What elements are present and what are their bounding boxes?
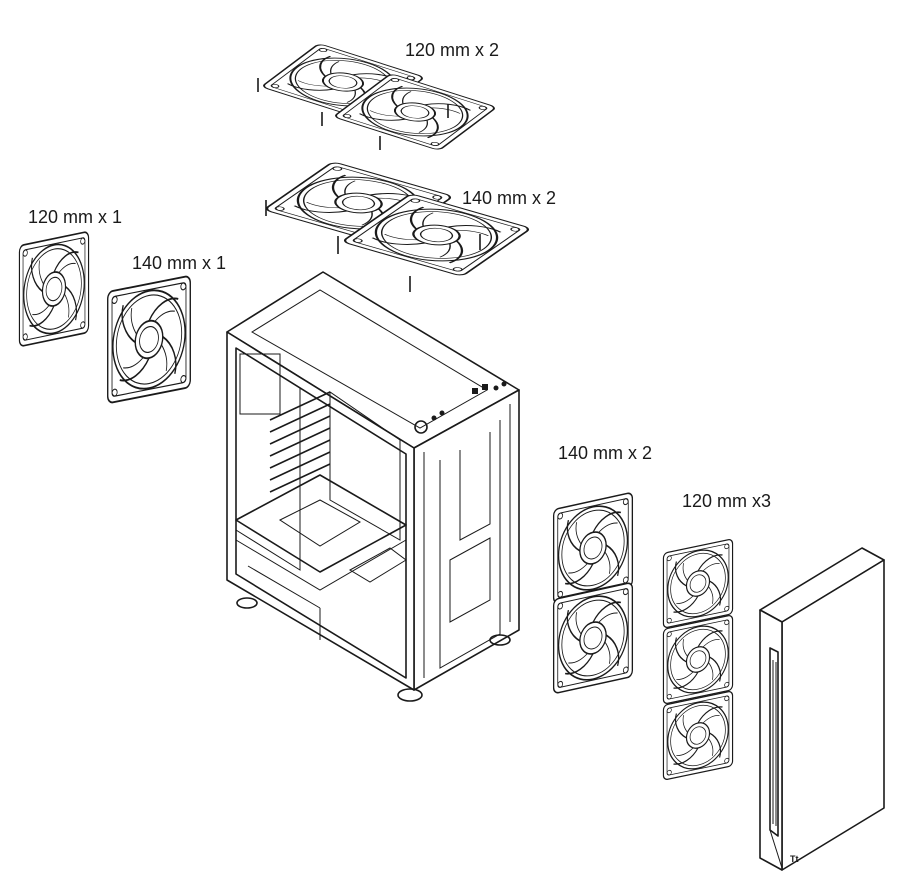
top-140-fans <box>262 160 533 292</box>
front-140-fans <box>552 491 634 695</box>
label-rear-120-fan: 120 mm x 1 <box>28 207 123 227</box>
top-120-fans <box>257 42 498 152</box>
tt-logo: Tt <box>790 854 799 864</box>
label-front-140-fans: 140 mm x 2 <box>558 443 653 463</box>
rear-140-fan <box>106 274 192 405</box>
pc-case-chassis <box>226 271 520 702</box>
label-top-120-fans: 120 mm x 2 <box>405 40 500 60</box>
label-front-120-fans: 120 mm x3 <box>682 491 772 511</box>
label-top-140-fans: 140 mm x 2 <box>462 188 557 208</box>
front-panel: Tt <box>759 547 885 871</box>
front-120-fans <box>662 538 734 781</box>
rear-120-fan <box>18 230 90 348</box>
label-rear-140-fan: 140 mm x 1 <box>132 253 227 273</box>
